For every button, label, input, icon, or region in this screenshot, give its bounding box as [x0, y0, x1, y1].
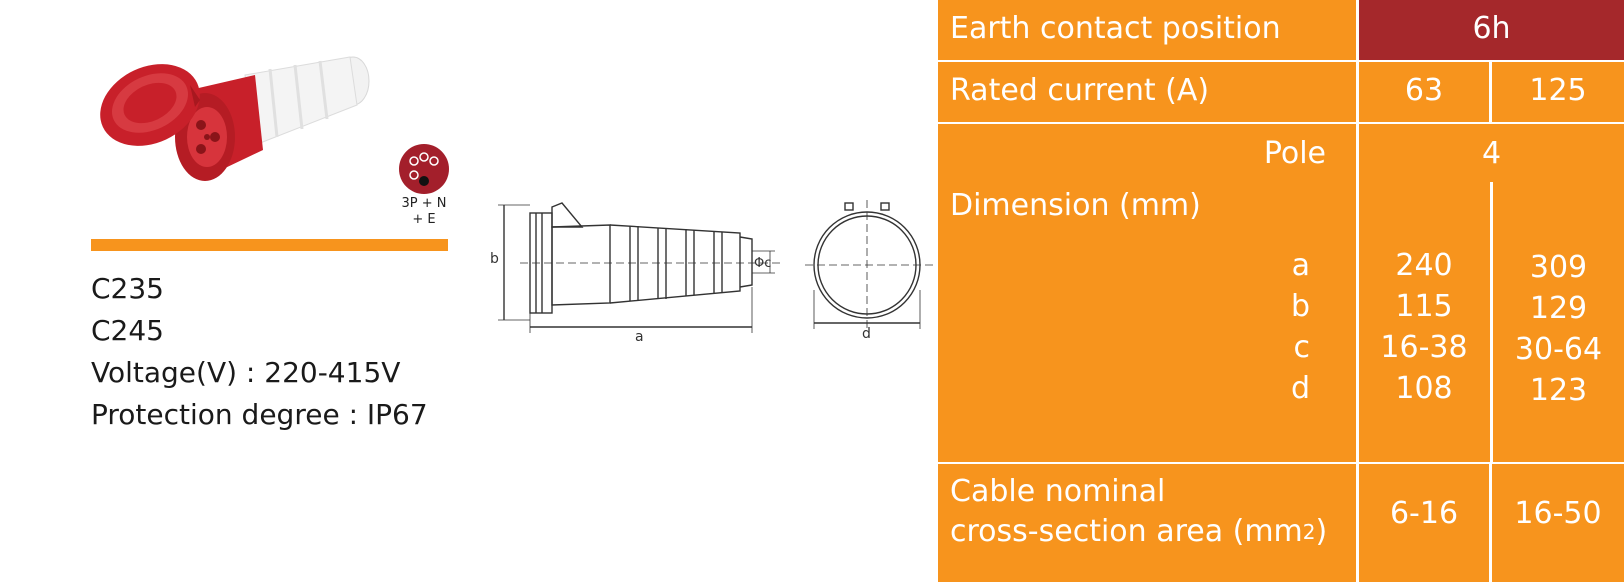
voltage-spec: Voltage(V) : 220-415V	[91, 356, 401, 389]
dim-b-125: 129	[1529, 291, 1588, 326]
pin-configuration-label: 3P + N + E	[390, 196, 458, 228]
dim-b-63: 115	[1395, 289, 1453, 324]
dimension-a-label: a	[635, 329, 644, 345]
rated-current-label-cell: Rated current (A)	[938, 62, 1356, 122]
dim-d-63: 108	[1395, 371, 1453, 406]
cable-value-125: 16-50	[1492, 464, 1624, 582]
earth-contact-label-cell: Earth contact position	[938, 0, 1356, 60]
earth-contact-label: Earth contact position	[950, 11, 1281, 46]
dimension-c-label: Φc	[754, 256, 771, 271]
model-c235: C235	[91, 272, 164, 305]
cable-label-line1: Cable nominal	[950, 474, 1166, 509]
pole-value: 4	[1481, 136, 1502, 171]
specification-table: Earth contact position 6h Rated current …	[938, 0, 1624, 582]
dimension-d-label: d	[862, 326, 871, 342]
cable-value-63: 6-16	[1359, 464, 1489, 582]
front-view-drawing: d	[805, 200, 935, 342]
dim-letter-b: b	[1290, 289, 1310, 324]
cable-label-cell: Cable nominal cross-section area (mm2)	[938, 464, 1356, 582]
pin-label-line1: 3P + N	[401, 196, 447, 211]
pole-label: Pole	[1263, 136, 1326, 171]
cable-label-end: )	[1315, 514, 1328, 549]
dim-letter-a: a	[1291, 248, 1310, 283]
earth-contact-value: 6h	[1359, 0, 1624, 60]
pin-label-line2: + E	[412, 212, 436, 227]
orange-divider	[91, 239, 448, 251]
rated-current-label: Rated current (A)	[950, 73, 1210, 108]
cable-label-line2: cross-section area (mm2)	[950, 514, 1327, 549]
rated-current-125: 125	[1492, 62, 1624, 122]
cable-label-text: cross-section area (mm	[950, 514, 1303, 549]
pole-dimension-label-cell: Pole Dimension (mm) a b c d	[938, 124, 1356, 462]
dimension-b-label: b	[490, 251, 499, 267]
pin-configuration-icon	[399, 144, 449, 194]
dim-letter-c: c	[1293, 330, 1311, 365]
model-c245: C245	[91, 314, 164, 347]
dimension-label: Dimension (mm)	[950, 188, 1201, 223]
dim-d-125: 123	[1529, 373, 1588, 408]
product-image	[100, 56, 370, 181]
dim-c-125: 30-64	[1514, 332, 1603, 367]
dim-a-63: 240	[1395, 248, 1453, 283]
rated-current-63: 63	[1359, 62, 1489, 122]
protection-spec: Protection degree : IP67	[91, 398, 428, 431]
dim-a-125: 309	[1529, 250, 1588, 285]
dim-c-63: 16-38	[1380, 330, 1468, 365]
dim-letter-d: d	[1290, 371, 1310, 406]
cable-label-sup: 2	[1302, 520, 1316, 544]
side-view-drawing: b a Φc	[490, 202, 780, 345]
column-divider	[1490, 182, 1493, 462]
pole-dimension-value-cell: 4 240 115 16-38 108 309 129 30-64 123	[1359, 124, 1624, 462]
